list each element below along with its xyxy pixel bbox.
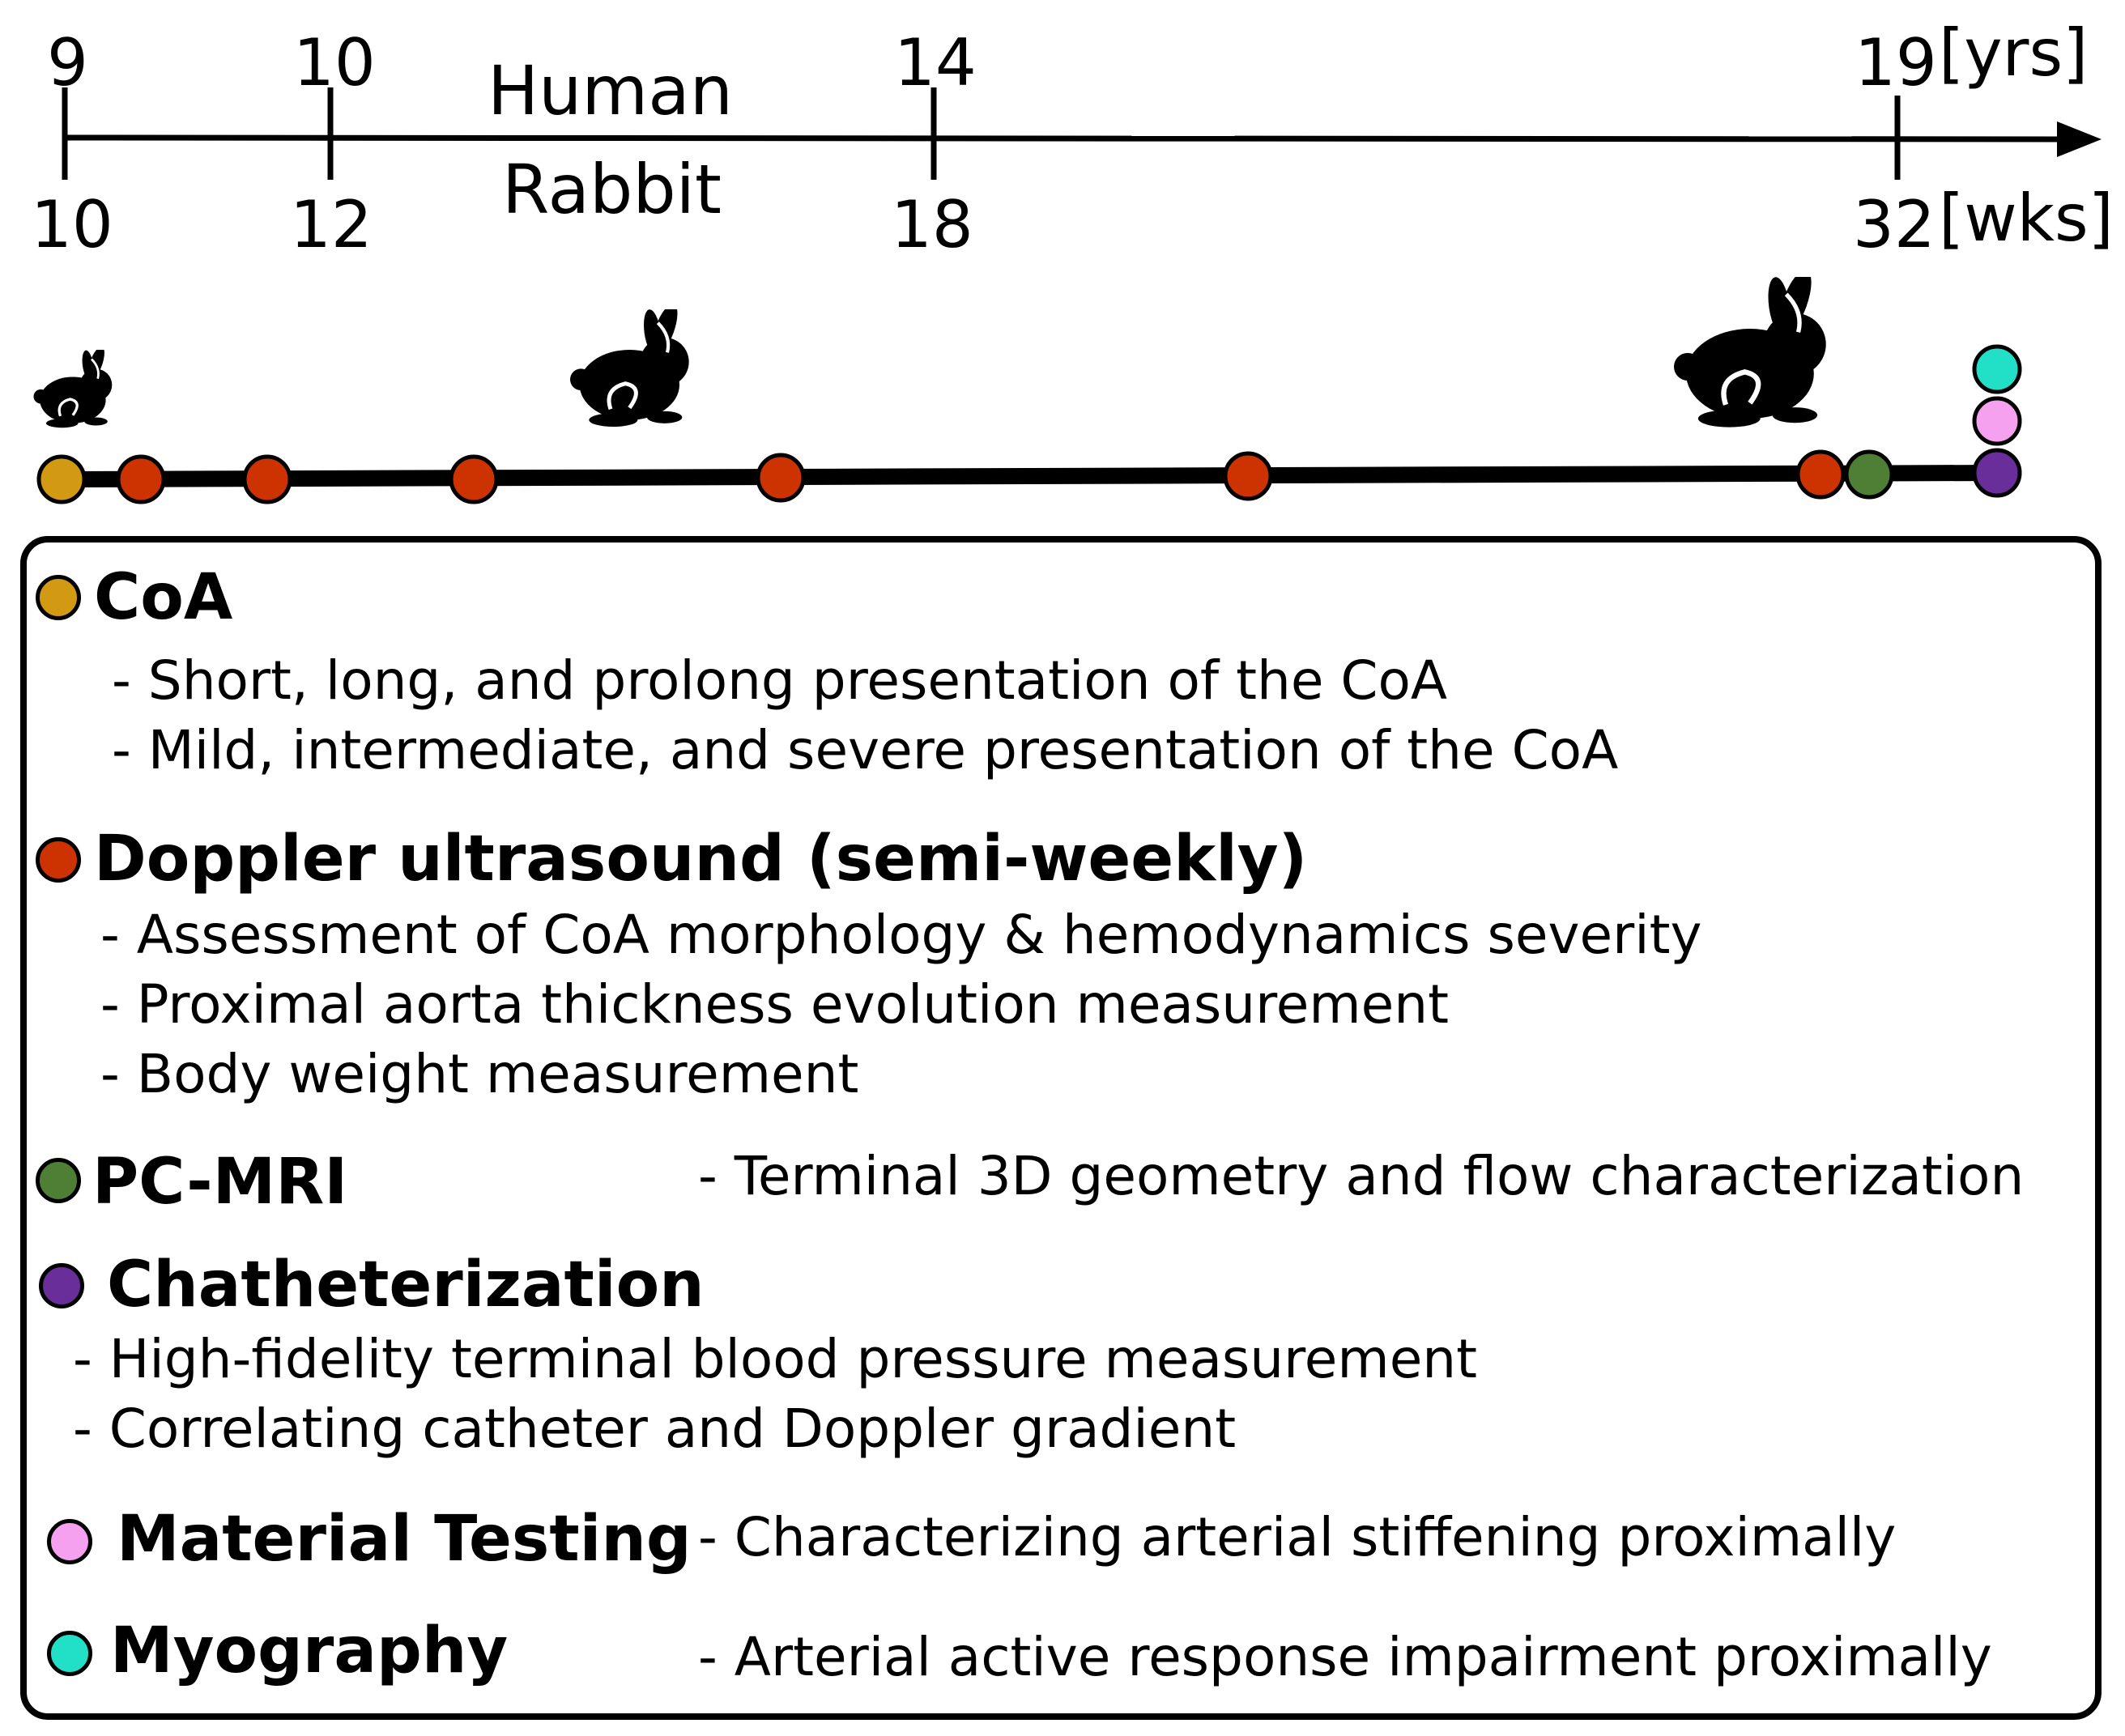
rabbit-axis-label: Rabbit <box>502 150 722 229</box>
axis-line <box>64 134 2058 143</box>
legend-dot-pcmri <box>36 1158 81 1203</box>
age-axis <box>62 87 2102 180</box>
legend-item: - High-fidelity terminal blood pressure … <box>73 1328 1478 1390</box>
rabbit-small-icon <box>33 350 113 428</box>
legend-item: - Arterial active response impairment pr… <box>698 1626 1992 1688</box>
event-dot-coa <box>36 454 87 504</box>
legend-dot-catheterization <box>39 1263 84 1308</box>
legend-dot-myography <box>47 1631 92 1676</box>
legend-title-material: Material Testing <box>117 1503 692 1576</box>
rabbit-tick-label: 10 <box>31 187 113 262</box>
event-dot-material <box>1972 396 2022 446</box>
legend-dot-material <box>47 1519 92 1564</box>
rabbit-unit-label: [wks] <box>1939 181 2114 256</box>
legend-title-catheterization: Chatheterization <box>107 1249 705 1321</box>
rabbit-tick-label: 18 <box>891 187 973 262</box>
human-tick-label: 14 <box>894 25 977 100</box>
event-dot-doppler <box>756 453 806 503</box>
legend-item: - Correlating catheter and Doppler gradi… <box>73 1398 1237 1460</box>
rabbit-medium-icon <box>570 309 689 427</box>
event-dot-catheterization <box>1972 448 2022 498</box>
legend-title-doppler: Doppler ultrasound (semi-weekly) <box>94 823 1308 896</box>
legend-dot-coa <box>36 575 81 620</box>
event-dot-doppler <box>1223 451 1273 501</box>
legend-item: - Characterizing arterial stiffening pro… <box>698 1506 1897 1568</box>
event-dot-pcmri <box>1844 449 1894 500</box>
human-tick-label: 10 <box>293 25 376 100</box>
legend-title-coa: CoA <box>94 561 233 634</box>
legend-item: - Mild, intermediate, and severe present… <box>112 719 1619 781</box>
event-dot-doppler <box>449 454 499 504</box>
rabbit-tick-label: 12 <box>290 187 373 262</box>
legend-dot-doppler <box>36 837 81 883</box>
human-tick-label: 9 <box>47 25 88 100</box>
event-dot-doppler <box>242 454 292 504</box>
legend-item: - Body weight measurement <box>100 1043 859 1105</box>
legend-item: - Short, long, and prolong presentation … <box>112 649 1448 712</box>
legend-item: - Assessment of CoA morphology & hemodyn… <box>100 904 1702 966</box>
legend-title-pcmri: PC-MRI <box>92 1146 348 1219</box>
event-schedule <box>36 344 2022 504</box>
axis-arrowhead <box>2057 121 2102 157</box>
rabbit-large-icon <box>1674 277 1826 428</box>
human-unit-label: [yrs] <box>1939 15 2089 91</box>
human-tick-label: 19 <box>1855 25 1937 100</box>
human-axis-label: Human <box>488 51 733 130</box>
rabbit-tick-label: 32 <box>1853 187 1935 262</box>
event-dot-doppler <box>116 454 166 504</box>
schedule-line <box>61 465 2001 487</box>
legend-title-myography: Myography <box>110 1615 509 1687</box>
legend-item: - Terminal 3D geometry and flow characte… <box>698 1145 2025 1207</box>
event-dot-myography <box>1972 344 2022 394</box>
legend-box <box>20 536 2102 1720</box>
event-dot-doppler <box>1795 449 1846 500</box>
legend-item: - Proximal aorta thickness evolution mea… <box>100 973 1449 1036</box>
